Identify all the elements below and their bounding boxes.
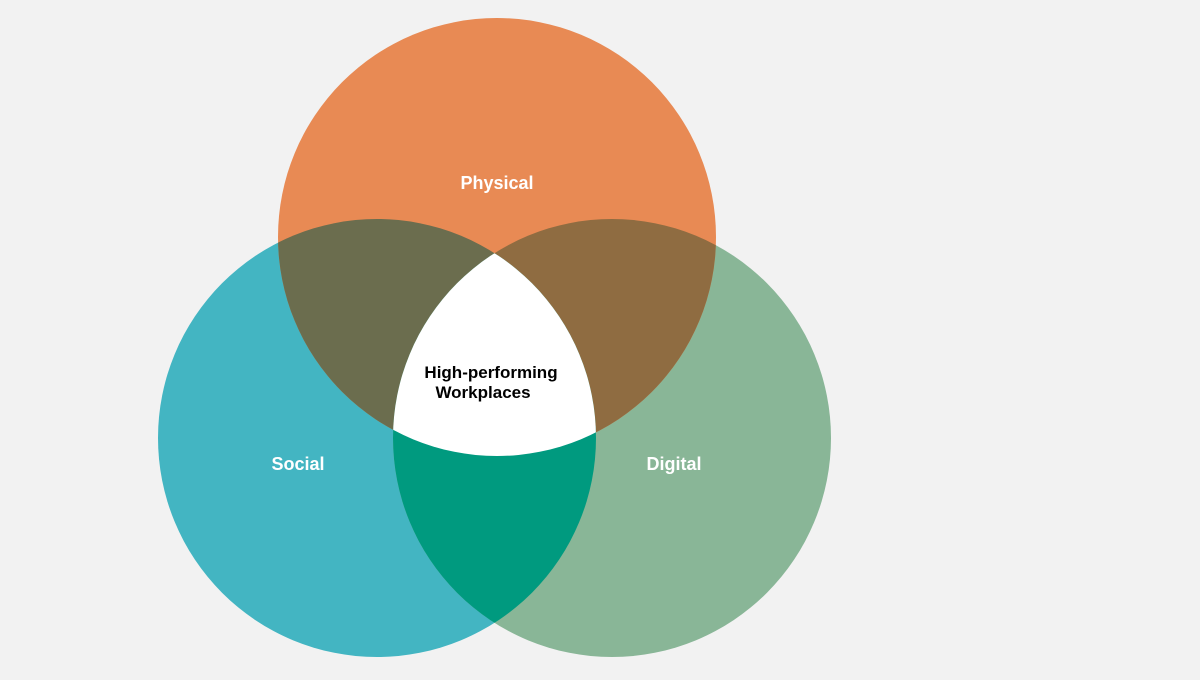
label-digital: Digital [646,454,701,474]
label-physical: Physical [460,173,533,193]
center-label-line2: Workplaces [435,383,530,402]
overlap-all-three [393,219,596,456]
center-label-line1: High-performing [424,363,557,382]
label-social: Social [271,454,324,474]
